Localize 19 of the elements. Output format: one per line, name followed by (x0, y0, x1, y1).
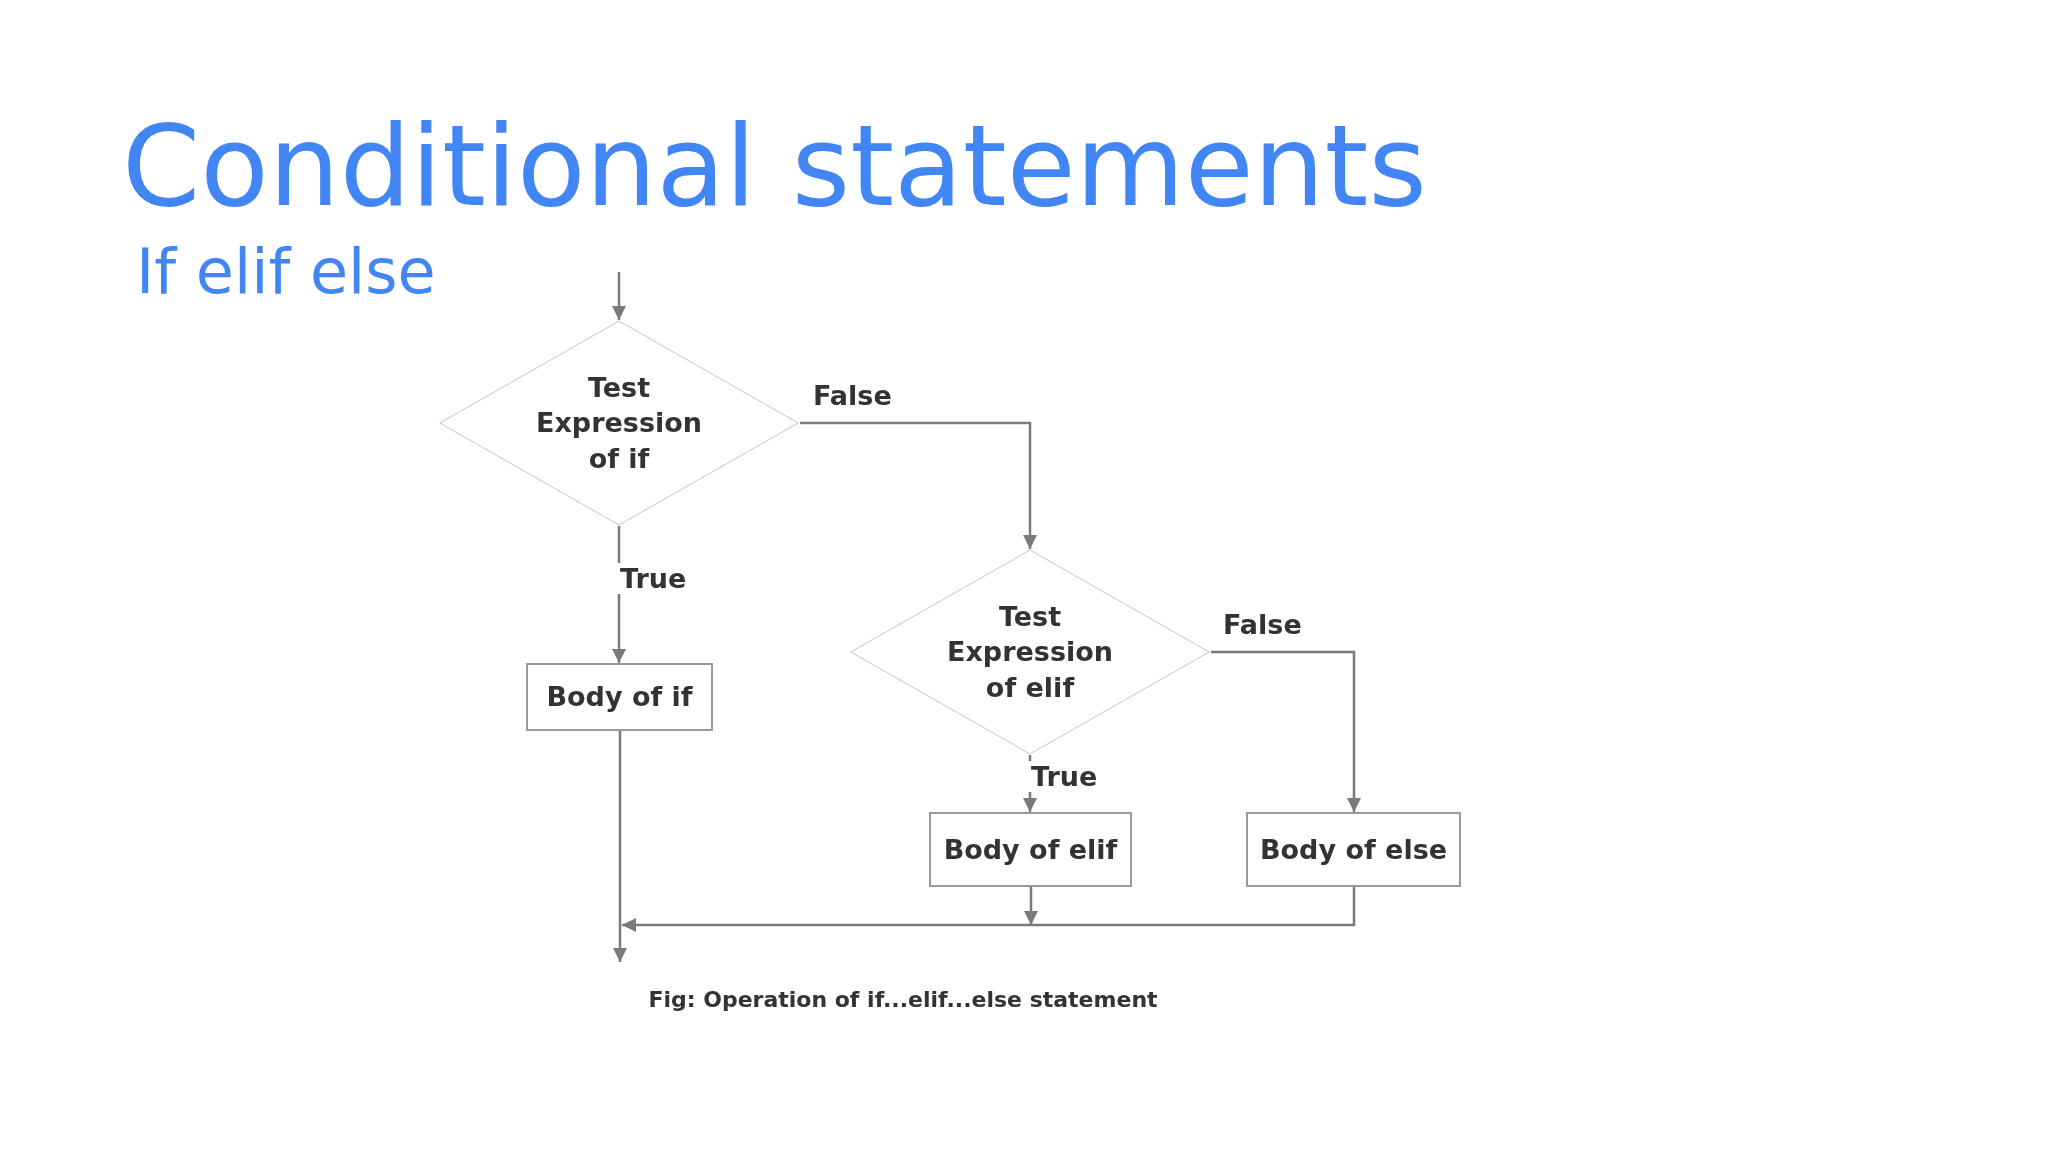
process-box (526, 663, 713, 731)
arrow (612, 272, 626, 320)
slide-title: Conditional statements (122, 105, 1427, 229)
node-text: Test Expression of if (535, 371, 703, 476)
arrow (1024, 887, 1038, 925)
arrow (800, 421, 1037, 549)
decision-diamond (438, 320, 800, 526)
decision-diamond (849, 549, 1211, 755)
process-box (1246, 812, 1461, 887)
arrow (622, 887, 1356, 932)
node-text: Body of if (546, 680, 693, 715)
arrow (1211, 650, 1361, 812)
node-text: Body of else (1259, 832, 1448, 867)
process-box (929, 812, 1132, 887)
figure-caption: Fig: Operation of if...elif...else statement (647, 987, 1159, 1012)
arrow (613, 731, 627, 962)
subtitle: If elif else (136, 238, 436, 307)
node-text: Body of elif (943, 832, 1118, 867)
node-text: Test Expression of elif (946, 600, 1114, 705)
